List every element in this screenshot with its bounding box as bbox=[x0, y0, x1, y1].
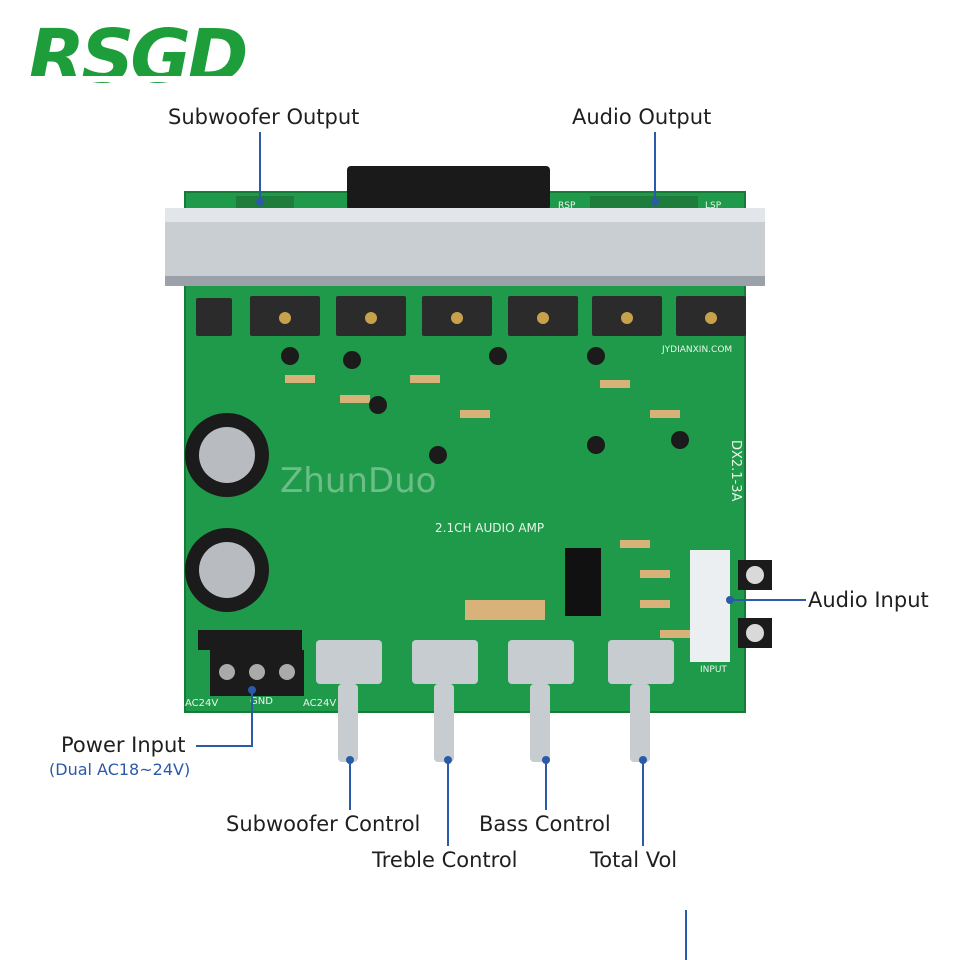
label-subwoofer-output: Subwoofer Output bbox=[168, 105, 360, 129]
resistors bbox=[285, 375, 690, 638]
callout-lines bbox=[196, 132, 806, 960]
subwoofer-output-terminal bbox=[236, 196, 294, 208]
capacitors bbox=[185, 413, 269, 612]
label-power-input: Power Input bbox=[61, 733, 186, 757]
svg-text:DX2.1-3A: DX2.1-3A bbox=[728, 440, 743, 502]
svg-text:AC24V: AC24V bbox=[185, 698, 218, 709]
label-audio-input: Audio Input bbox=[808, 588, 929, 612]
label-subwoofer-control: Subwoofer Control bbox=[226, 812, 421, 836]
svg-text:JYDIANXIN.COM: JYDIANXIN.COM bbox=[661, 345, 732, 355]
svg-text:LSP: LSP bbox=[705, 201, 722, 211]
svg-text:ZhunDuo: ZhunDuo bbox=[280, 461, 436, 501]
small-transistors bbox=[281, 347, 689, 464]
audio-output-terminal bbox=[590, 196, 698, 208]
svg-text:INPUT: INPUT bbox=[700, 665, 727, 675]
svg-text:2.1CH AUDIO AMP: 2.1CH AUDIO AMP bbox=[435, 521, 544, 535]
chip-top bbox=[347, 166, 550, 210]
audio-input-header bbox=[690, 550, 730, 662]
label-total-vol: Total Vol bbox=[590, 848, 678, 872]
rsgd-logo: RSGD bbox=[26, 18, 318, 94]
potentiometers bbox=[316, 640, 674, 762]
rca-jacks bbox=[738, 560, 772, 648]
svg-text:AC24V: AC24V bbox=[303, 698, 336, 709]
label-bass-control: Bass Control bbox=[479, 812, 611, 836]
svg-text:RSP: RSP bbox=[558, 201, 576, 211]
label-power-input-sub: (Dual AC18~24V) bbox=[49, 760, 191, 779]
ic-chip bbox=[565, 548, 601, 616]
label-audio-output: Audio Output bbox=[572, 105, 712, 129]
svg-text:GND: GND bbox=[250, 696, 273, 707]
label-treble-control: Treble Control bbox=[372, 848, 518, 872]
